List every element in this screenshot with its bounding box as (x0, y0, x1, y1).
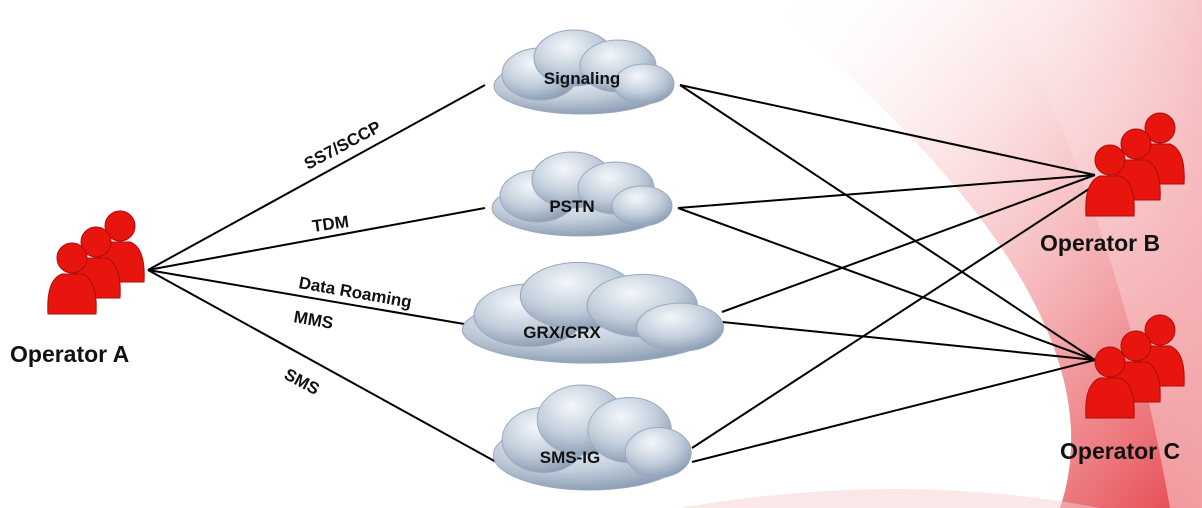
link-grx-c (721, 321, 1096, 361)
link-pstn-b (677, 174, 1096, 209)
link-label-mms: MMS (292, 307, 334, 333)
link-grx-b (721, 174, 1096, 313)
link-label-tdm: TDM (311, 212, 350, 236)
link-signaling-b (679, 84, 1096, 176)
cloud-grx (461, 261, 725, 364)
cloud-grx-label: GRX/CRX (523, 323, 601, 342)
link-ss7 (147, 84, 486, 271)
link-tdm (147, 207, 486, 271)
link-pstn-c (677, 207, 1096, 361)
cloud-signaling-label: Signaling (544, 69, 621, 88)
link-sms (147, 269, 499, 464)
link-label-sms: SMS (281, 365, 322, 399)
link-smsig-c (691, 359, 1096, 463)
cloud-signaling: Signaling (493, 29, 675, 115)
cloud-smsig (492, 384, 692, 491)
operator-b-label: Operator B (1040, 230, 1160, 256)
operator-a-users-icon (47, 210, 145, 315)
operator-a-label: Operator A (10, 341, 129, 367)
links-mesh (677, 84, 1096, 463)
cloud-pstn-label: PSTN (549, 197, 594, 216)
link-signaling-c (679, 84, 1096, 361)
cloud-pstn: PSTN (491, 151, 673, 237)
operator-c-label: Operator C (1060, 438, 1180, 464)
link-data-roaming (147, 269, 471, 326)
link-smsig-b (691, 184, 1096, 449)
link-label-ss7: SS7/SCCP (301, 117, 384, 173)
links-operator-a (147, 84, 499, 464)
cloud-smsig-label: SMS-IG (540, 448, 600, 467)
